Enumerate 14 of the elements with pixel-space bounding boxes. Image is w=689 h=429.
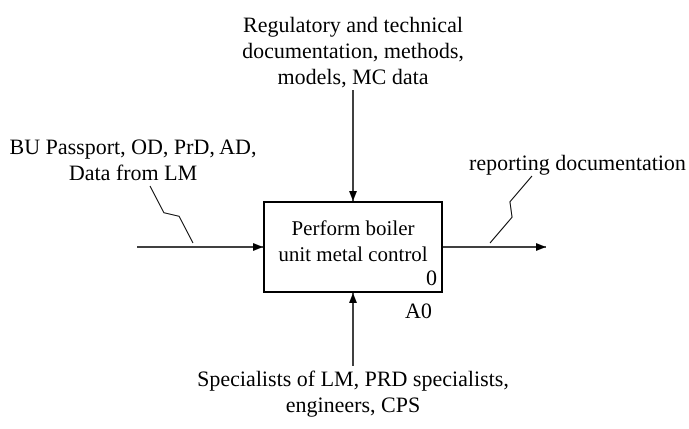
- flow-label: reporting documentation: [466, 150, 689, 176]
- process-name: Perform boiler unit metal control: [277, 215, 429, 267]
- leader-line: [150, 186, 194, 244]
- arrow: [443, 243, 546, 251]
- node-id: A0: [405, 298, 432, 324]
- node-number: 0: [426, 264, 437, 291]
- arrow: [349, 293, 357, 366]
- flow-label: Specialists of LM, PRD specialists, engineers, CPS: [188, 366, 518, 418]
- flow-label: Regulatory and technical documentation, methods, models, MC data: [223, 12, 483, 90]
- arrow: [349, 90, 357, 201]
- process-box: [263, 201, 443, 293]
- leader-line: [490, 176, 532, 244]
- arrow: [137, 243, 263, 251]
- flow-label: BU Passport, OD, PrD, AD, Data from LM: [4, 134, 262, 186]
